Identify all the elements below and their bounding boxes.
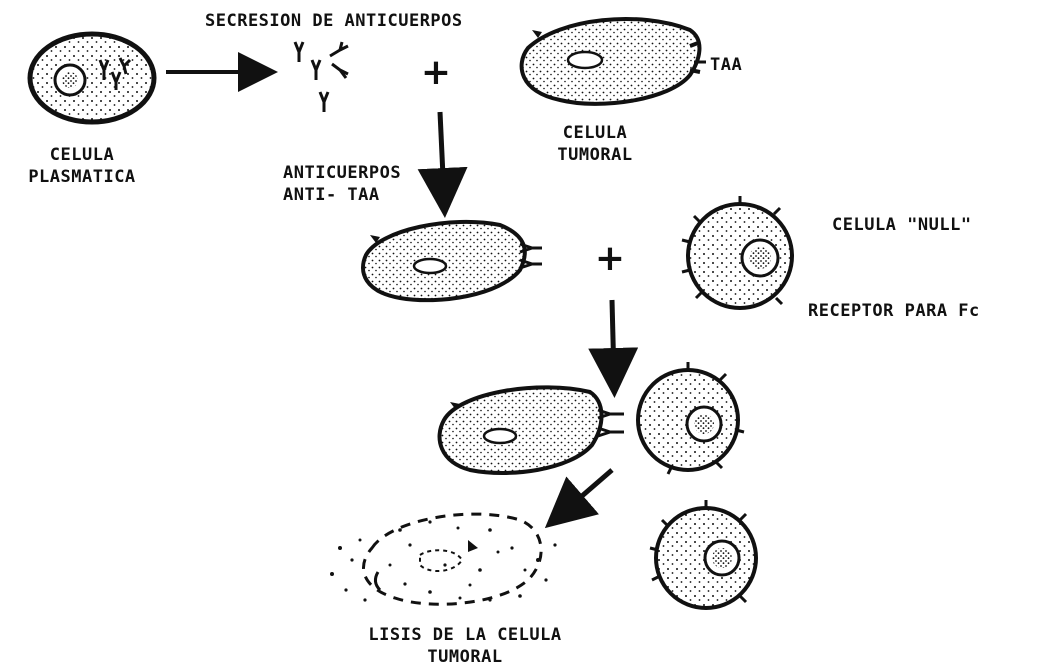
taa-label: TAA xyxy=(710,54,742,76)
lysed-tumor-cell xyxy=(330,514,557,604)
free-antibodies xyxy=(295,42,348,112)
arrow-down-antibodies xyxy=(440,112,444,198)
lysis-label: LISIS DE LA CELULA TUMORAL xyxy=(320,624,610,668)
plasma-cell-label-line-1: CELULA xyxy=(2,144,162,166)
lysis-label-line-2: TUMORAL xyxy=(320,646,610,668)
anti-taa-label-line-2: ANTI- TAA xyxy=(283,184,401,206)
arrow-down-binding xyxy=(612,300,614,378)
null-cell xyxy=(682,196,792,308)
tumor-cell-label-line-1: CELULA xyxy=(530,122,660,144)
tumor-cell-label: CELULA TUMORAL xyxy=(530,122,660,166)
lysis-label-line-1: LISIS DE LA CELULA xyxy=(320,624,610,646)
null-cell-label: CELULA "NULL" xyxy=(832,214,972,236)
anti-taa-label: ANTICUERPOS ANTI- TAA xyxy=(283,162,401,206)
plasma-cell-label: CELULA PLASMATICA xyxy=(2,144,162,188)
plus-sign: + xyxy=(421,52,451,93)
fc-receptor-label: RECEPTOR PARA Fc xyxy=(808,300,980,322)
null-cell-released xyxy=(650,500,756,608)
plasma-cell xyxy=(30,34,154,122)
tumor-null-complex xyxy=(440,362,744,474)
tumor-cell xyxy=(522,19,706,104)
opsonized-tumor-cell xyxy=(363,222,542,300)
arrow-to-lysis xyxy=(560,470,612,515)
plus-sign-2: + xyxy=(595,238,625,279)
plasma-cell-label-line-2: PLASMATICA xyxy=(2,166,162,188)
anti-taa-label-line-1: ANTICUERPOS xyxy=(283,162,401,184)
tumor-cell-label-line-2: TUMORAL xyxy=(530,144,660,166)
secretion-label: SECRESION DE ANTICUERPOS xyxy=(205,10,463,32)
